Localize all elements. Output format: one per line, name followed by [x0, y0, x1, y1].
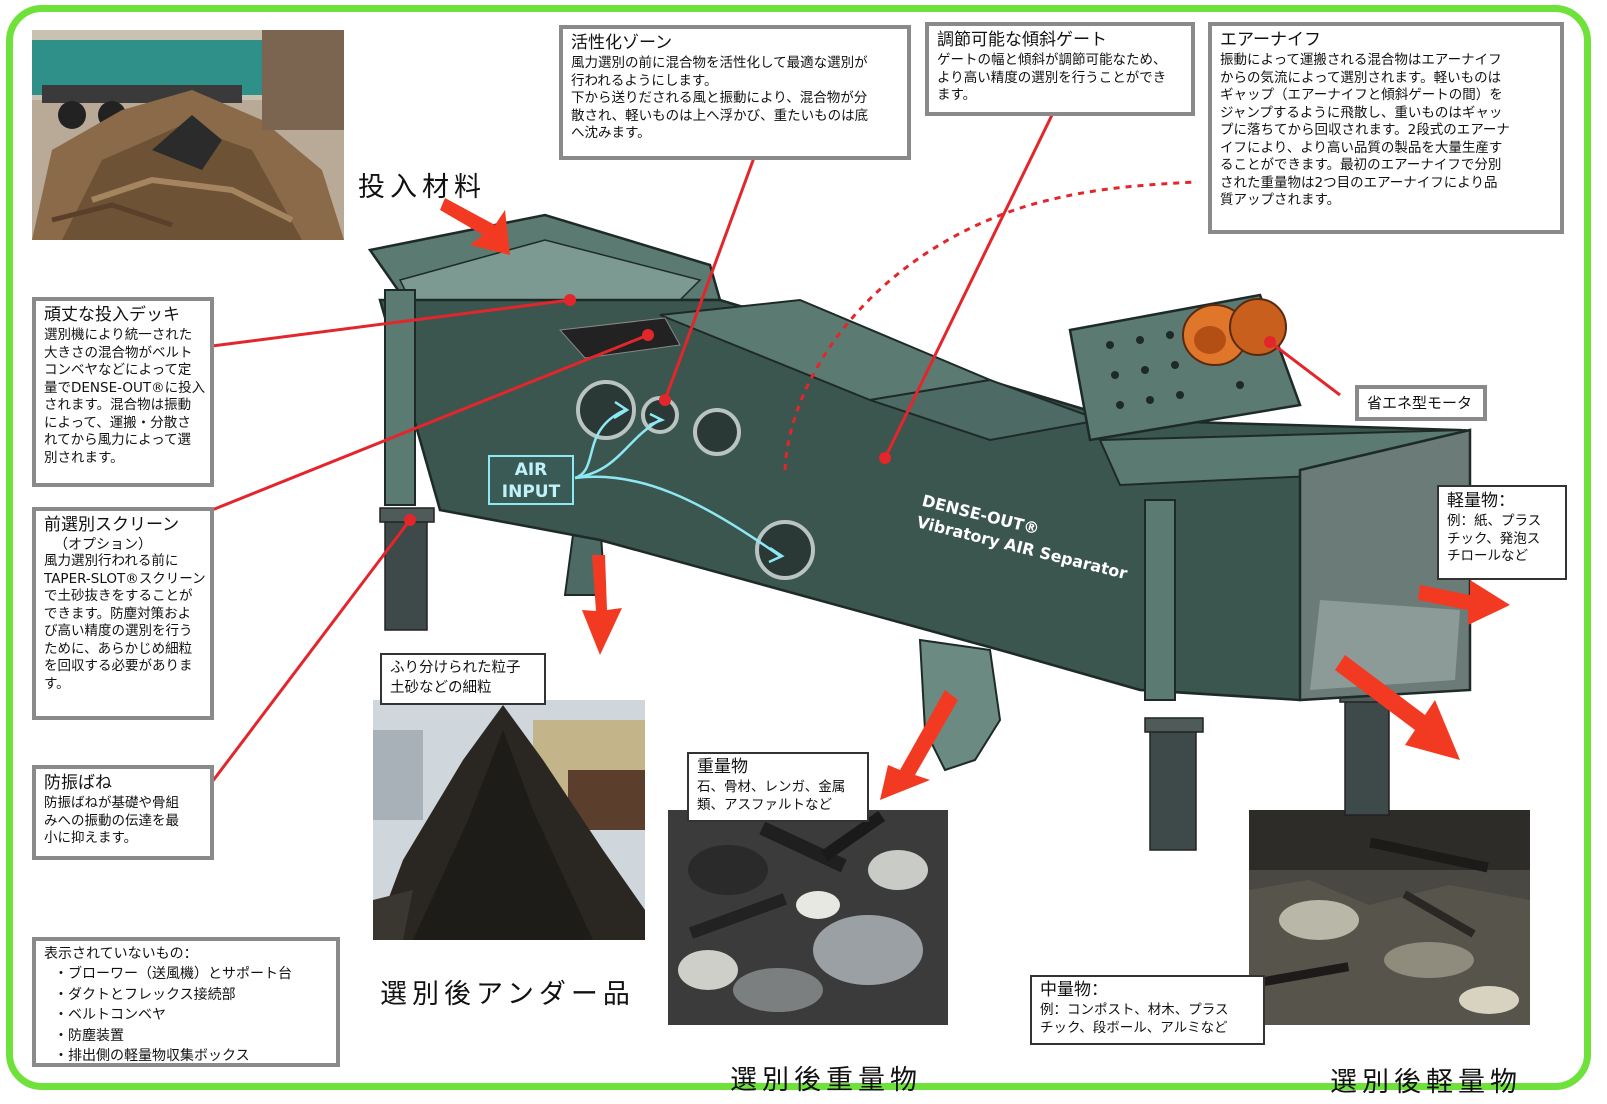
callout-title: エアーナイフ	[1220, 30, 1321, 50]
callout-line: 風力選別行われる前に	[44, 553, 179, 569]
callout-line: チック、段ボール、アルミなど	[1040, 1019, 1228, 1036]
callout-heavy-material: 重量物 石、骨材、レンガ、金属 類、アスファルトなど	[687, 752, 869, 822]
callout-line: 類、アスファルトなど	[697, 796, 832, 813]
callout-line: 石、骨材、レンガ、金属	[697, 779, 846, 795]
air-input-line2: INPUT	[501, 482, 561, 502]
callout-line: コンベヤなどによって定	[44, 362, 192, 378]
light-product-photo	[1249, 810, 1530, 1025]
callout-line: された重量物は2つ目のエアーナイフにより品	[1220, 174, 1498, 191]
callout-activation-zone: 活性化ゾーン 風力選別の前に混合物を活性化して最適な選別が 行われるようにします…	[559, 25, 911, 160]
not-shown-item: ・防塵装置	[54, 1027, 124, 1044]
callout-line: ます。	[937, 87, 977, 103]
callout-line: プに落ちてから回収されます。2段式のエアーナ	[1220, 122, 1510, 138]
callout-line: 小に抑えます。	[44, 830, 138, 846]
callout-title: 軽量物：	[1447, 491, 1515, 511]
callout-title: 前選別スクリーン	[44, 515, 180, 535]
callout-title: 活性化ゾーン	[571, 33, 673, 53]
not-shown-item: ・排出側の軽量物収集ボックス	[54, 1048, 250, 1064]
callout-line: す。	[44, 675, 70, 692]
callout-title: 中量物：	[1040, 980, 1108, 1000]
callout-air-knife: エアーナイフ 振動によって運搬される混合物はエアーナイフ からの気流によって選別…	[1208, 22, 1564, 234]
callout-line: 散され、軽いものは上へ浮かび、重たいものは底	[571, 107, 869, 124]
callout-title: 省エネ型モータ	[1367, 394, 1473, 412]
not-shown-item: ・ベルトコンベヤ	[54, 1007, 166, 1023]
callout-light-material: 軽量物： 例：紙、プラス チック、発泡ス チロールなど	[1437, 485, 1567, 580]
callout-title: 調節可能な傾斜ゲート	[937, 30, 1107, 50]
callout-line: 量でDENSE-OUT®に投入	[44, 379, 206, 396]
callout-feed-deck: 頑丈な投入デッキ 選別機により統一された 大きさの混合物がベルト コンベヤなどに…	[32, 297, 214, 487]
callout-line: より高い精度の選別を行うことができ	[937, 69, 1167, 86]
output-arrows	[440, 198, 1510, 800]
not-shown-item: ・ブローワー（送風機）とサポート台	[54, 966, 292, 982]
trajectory-line	[783, 180, 1196, 471]
callout-title: 重量物	[697, 757, 748, 777]
callout-line: 別されます。	[44, 449, 124, 466]
callout-title: 頑丈な投入デッキ	[44, 305, 180, 325]
callout-line: ることができます。最初のエアーナイフで分別	[1220, 157, 1502, 173]
callout-line: 例：コンポスト、材木、プラス	[1040, 1002, 1229, 1018]
callout-line: チロールなど	[1447, 548, 1528, 564]
callout-line: れてから風力によって選	[44, 432, 192, 448]
callout-line: 例：紙、プラス	[1447, 513, 1542, 529]
callout-line: 大きさの混合物がベルト	[44, 344, 193, 361]
callout-line: ジャンプするように飛散し、重いものはギャッ	[1220, 104, 1503, 121]
callout-pre-screen: 前選別スクリーン （オプション） 風力選別行われる前に TAPER-SLOT®ス…	[32, 507, 214, 720]
callout-line: によって、運搬・分散さ	[44, 414, 191, 431]
callout-adjustable-gate: 調節可能な傾斜ゲート ゲートの幅と傾斜が調節可能なため、 より高い精度の選別を行…	[925, 22, 1195, 116]
callout-vibration-spring: 防振ばね 防振ばねが基礎や骨組 みへの振動の伝達を最 小に抑えます。	[32, 765, 214, 860]
callout-line: 土砂などの細粒	[390, 680, 492, 696]
air-ports	[576, 380, 815, 580]
air-flow-arrows	[574, 400, 785, 564]
caption-under-product: 選別後アンダー品	[380, 979, 635, 1010]
callout-line: ギャップ（エアーナイフと傾斜ゲートの間）を	[1220, 87, 1503, 103]
heavy-product-photo	[668, 810, 948, 1025]
callout-line: TAPER-SLOT®スクリーン	[44, 570, 206, 587]
callout-line: を回収する必要がありま	[44, 658, 193, 674]
callout-title: 防振ばね	[44, 773, 112, 793]
callout-line: ために、あらかじめ細粒	[44, 640, 193, 657]
callout-line: 振動によって運搬される混合物はエアーナイフ	[1220, 52, 1502, 68]
callout-line: 行われるようにします。	[571, 72, 718, 89]
input-material-photo	[32, 30, 344, 240]
heavy-chute	[918, 638, 1002, 772]
callout-line: 防振ばねが基礎や骨組	[44, 795, 179, 811]
caption-light-product: 選別後軽量物	[1330, 1067, 1522, 1098]
callout-line: 風力選別の前に混合物を活性化して最適な選別が	[571, 55, 868, 71]
air-input-badge: AIR INPUT	[488, 455, 574, 505]
callout-line: 選別機により統一された	[44, 327, 193, 343]
motor	[1182, 298, 1287, 366]
callout-lines	[210, 114, 1341, 783]
callout-line: ゲートの幅と傾斜が調節可能なため、	[937, 52, 1167, 68]
callout-line: イフにより、より高い品質の製品を大量生産す	[1220, 139, 1503, 156]
callout-line: からの気流によって選別されます。軽いものは	[1220, 69, 1502, 86]
callout-line: 下から送りだされる風と振動により、混合物が分	[571, 90, 868, 106]
not-shown-list: 表示されていないもの： ・ブローワー（送風機）とサポート台 ・ダクトとフレックス…	[32, 937, 340, 1067]
callout-line: されます。混合物は振動	[44, 397, 192, 413]
callout-line: で土砂抜きをすることが	[44, 588, 193, 604]
callout-medium-material: 中量物： 例：コンポスト、材木、プラス チック、段ボール、アルミなど	[1030, 975, 1265, 1045]
callout-line: 質アップされます。	[1220, 192, 1341, 208]
caption-heavy-product: 選別後重量物	[730, 1065, 922, 1096]
callout-line: へ沈みます。	[571, 125, 651, 141]
not-shown-item: ・ダクトとフレックス接続部	[54, 986, 236, 1003]
callout-line: ふり分けられた粒子	[390, 660, 521, 676]
callout-line: できます。防塵対策およ	[44, 605, 192, 622]
callout-line: みへの振動の伝達を最	[44, 812, 179, 829]
input-material-title: 投入材料	[358, 172, 486, 203]
not-shown-title: 表示されていないもの：	[44, 946, 198, 962]
callout-dots	[404, 294, 1276, 526]
callout-subtitle: （オプション）	[54, 537, 152, 553]
callout-fines: ふり分けられた粒子 土砂などの細粒	[380, 653, 546, 705]
air-input-line1: AIR	[514, 460, 548, 480]
pre-screen	[558, 317, 681, 359]
callout-line: チック、発泡ス	[1447, 530, 1541, 547]
callout-line: び高い精度の選別を行う	[44, 623, 193, 639]
under-product-photo	[373, 700, 645, 940]
callout-motor: 省エネ型モータ	[1355, 385, 1487, 421]
